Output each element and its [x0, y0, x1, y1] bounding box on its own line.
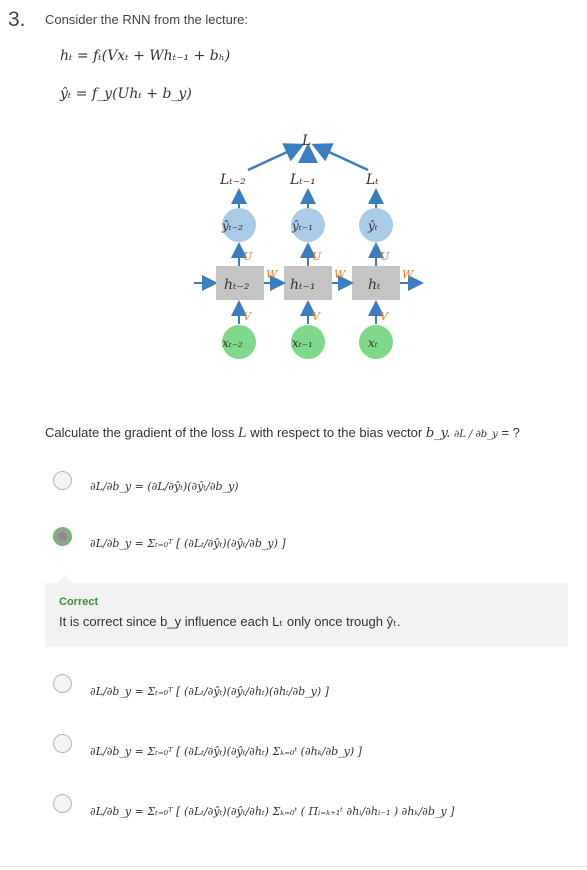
weight-w-1: W — [334, 268, 347, 281]
calc-text: Calculate the gradient of the loss — [45, 425, 235, 440]
output-label-0: ŷₜ₋₂ — [221, 219, 243, 233]
output-label-1: ŷₜ₋₁ — [291, 219, 313, 233]
hidden-node-1 — [284, 266, 332, 300]
loss-label-0: Lₜ₋₂ — [219, 172, 246, 188]
input-label-2: xₜ — [368, 336, 378, 350]
calc-fraction: ∂L / ∂b_y — [454, 429, 498, 440]
hidden-label-0: hₜ₋₂ — [224, 277, 250, 293]
hidden-label-2: hₜ — [368, 277, 381, 293]
option-radio-3[interactable] — [53, 734, 72, 753]
option-formula-2[interactable]: ∂L/∂b_y = Σₜ₌₀ᵀ [ (∂Lₜ/∂ŷₜ)(∂ŷₜ/∂hₜ)(∂hₜ… — [90, 685, 329, 698]
question-number: 3. — [8, 8, 26, 31]
output-node-0 — [222, 208, 256, 242]
hidden-node-0 — [216, 266, 264, 300]
loss-label-1: Lₜ₋₁ — [289, 172, 316, 188]
option-formula-3[interactable]: ∂L/∂b_y = Σₜ₌₀ᵀ [ (∂Lₜ/∂ŷₜ)(∂ŷₜ/∂hₜ) Σₖ₌… — [90, 745, 362, 758]
calc-mid: with respect to the bias vector — [250, 425, 423, 440]
option-formula-4[interactable]: ∂L/∂b_y = Σₜ₌₀ᵀ [ (∂Lₜ/∂ŷₜ)(∂ŷₜ/∂hₜ) Σₖ₌… — [90, 805, 455, 818]
input-node-0 — [222, 325, 256, 359]
calc-suffix: = ? — [501, 425, 520, 440]
loss-label-2: Lₜ — [365, 172, 379, 188]
divider — [0, 866, 587, 867]
feedback-box: Correct It is correct since b_y influenc… — [45, 575, 568, 647]
equation-hidden-state: hₜ = fₜ(Vxₜ + Whₜ₋₁ + bₕ) — [60, 48, 231, 64]
arrow-loss-right — [311, 143, 369, 172]
input-node-1 — [291, 325, 325, 359]
weight-u-0: U — [243, 250, 253, 263]
weight-v-1: V — [312, 310, 321, 323]
weight-w-0: W — [266, 268, 279, 281]
output-label-2: ŷₜ — [367, 219, 378, 233]
option-radio-4[interactable] — [53, 794, 72, 813]
calc-bias-var: b_y. — [425, 426, 451, 441]
weight-u-2: U — [380, 250, 390, 263]
input-node-2 — [359, 325, 393, 359]
gradient-question: Calculate the gradient of the loss L wit… — [45, 425, 520, 441]
loss-total-label: L — [301, 133, 311, 149]
output-node-2 — [359, 208, 393, 242]
weight-w-2: W — [402, 268, 415, 281]
calc-loss-var: L — [237, 426, 247, 441]
weight-v-2: V — [380, 310, 389, 323]
weight-v-0: V — [243, 310, 252, 323]
option-formula-1[interactable]: ∂L/∂b_y = Σₜ₌₀ᵀ [ (∂Lₜ/∂ŷₜ)(∂ŷₜ/∂b_y) ] — [90, 537, 286, 550]
question-prompt: Consider the RNN from the lecture: — [45, 12, 249, 27]
rnn-diagram: L Lₜ₋₂ Lₜ₋₁ Lₜ ŷₜ₋₂ ŷₜ₋₁ ŷₜ U U U W W W … — [194, 133, 424, 359]
feedback-status: Correct — [59, 596, 99, 608]
option-radio-1[interactable] — [53, 527, 72, 546]
hidden-node-2 — [352, 266, 400, 300]
equation-output: ŷₜ = f_y(Uhₜ + b_y) — [60, 86, 192, 102]
input-label-1: xₜ₋₁ — [292, 336, 313, 350]
input-label-0: xₜ₋₂ — [222, 336, 243, 350]
output-node-1 — [291, 208, 325, 242]
hidden-label-1: hₜ₋₁ — [290, 277, 315, 293]
option-radio-2[interactable] — [53, 674, 72, 693]
feedback-text: It is correct since b_y influence each L… — [59, 614, 401, 629]
arrow-loss-left — [247, 143, 305, 172]
option-radio-0[interactable] — [53, 471, 72, 490]
weight-u-1: U — [312, 250, 322, 263]
option-formula-0[interactable]: ∂L/∂b_y = (∂L/∂ŷₜ)(∂ŷₜ/∂b_y) — [90, 480, 239, 493]
